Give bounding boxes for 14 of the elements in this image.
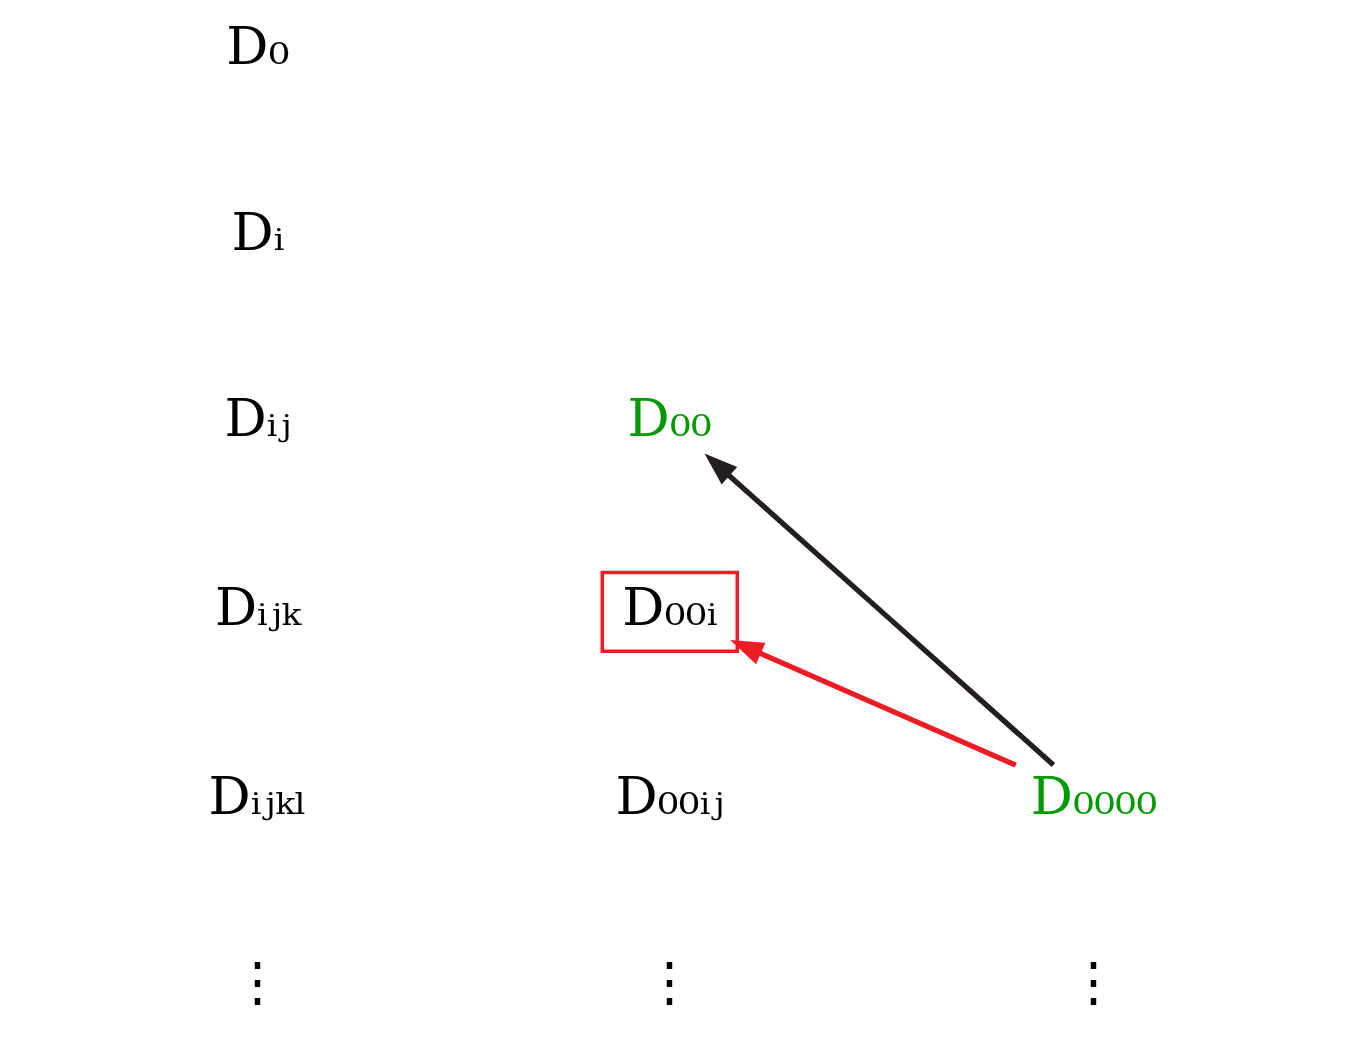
label: D₀ [226,15,290,77]
label: ⋮ [1067,951,1121,1013]
label: ⋮ [231,951,285,1013]
label: ⋮ [643,951,697,1013]
node-box: D₀₀ᵢ [600,570,740,654]
label: Dᵢⱼ [224,386,292,448]
label: Dᵢⱼₖ [214,576,301,638]
arrow [730,640,1017,768]
label: Dᵢⱼₖₗ [208,765,308,827]
arrow [704,453,1056,767]
node-text: D₀₀ [627,386,712,448]
label: Dᵢ [231,200,285,262]
node-text: D₀₀₀₀ [1030,765,1158,827]
label: D₀₀ᵢⱼ [615,765,725,827]
